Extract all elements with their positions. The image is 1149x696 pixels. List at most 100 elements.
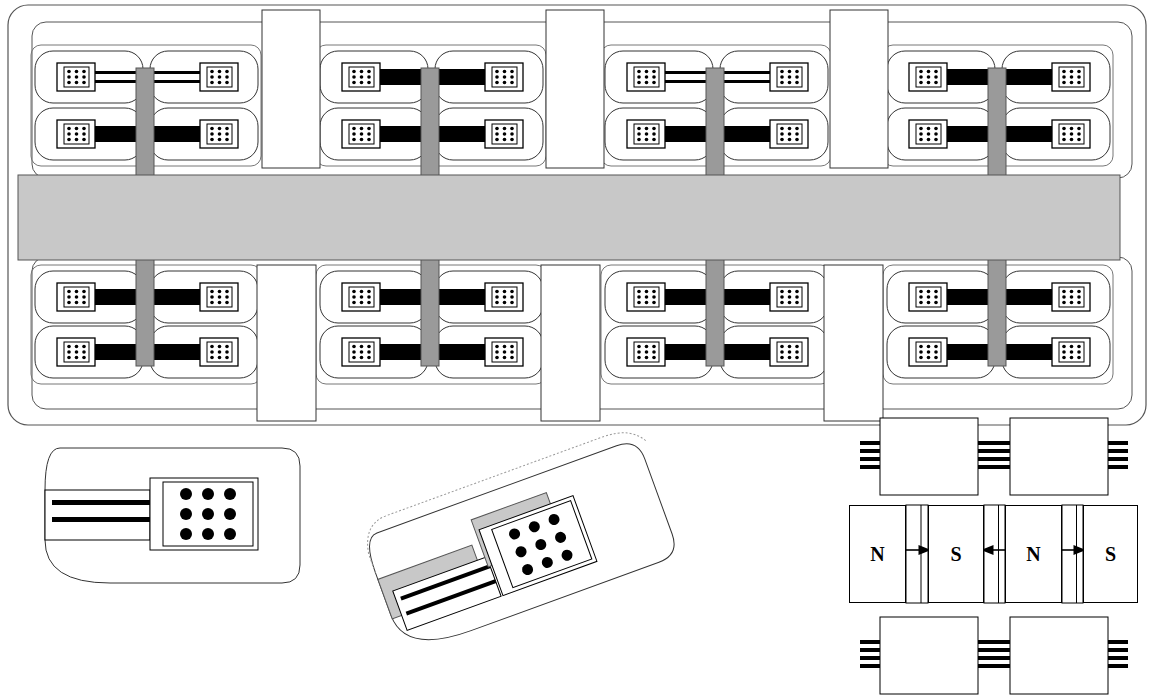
connector-pin (927, 295, 931, 299)
connector-pin (652, 132, 656, 136)
connector-pin (645, 290, 649, 294)
connector-pin (224, 508, 236, 520)
connector-pin (927, 132, 931, 136)
connector-pin (1077, 127, 1081, 131)
connector-pin (637, 132, 641, 136)
connector-pin (934, 70, 938, 74)
connector-pin (180, 508, 192, 520)
connector-pin (508, 527, 522, 541)
connector-pin (75, 356, 79, 360)
connector-pin (225, 138, 229, 142)
connector-box (627, 283, 665, 311)
connector-pin (637, 75, 641, 79)
connector-pin (645, 81, 649, 85)
connector-pin (75, 132, 79, 136)
pole-plate (906, 505, 928, 603)
connector-pin (75, 345, 79, 349)
pole-label: S (950, 544, 961, 564)
connector-face (492, 124, 517, 144)
connector-pin (503, 350, 507, 354)
connector-pin (780, 132, 784, 136)
connector-pin (514, 545, 528, 559)
connector-pin (919, 301, 923, 305)
connector-pin (367, 127, 371, 131)
connector-face (163, 482, 253, 546)
connector-pin (503, 301, 507, 305)
connector-pin (1062, 350, 1066, 354)
connector-pin (1070, 132, 1074, 136)
connector-pin (795, 138, 799, 142)
connector-pin (82, 290, 86, 294)
connector-box (1052, 63, 1090, 91)
connector-pin (82, 127, 86, 131)
connector-pin (927, 138, 931, 142)
connector-pin (210, 81, 214, 85)
connector-pin (503, 132, 507, 136)
busbar-post (706, 68, 724, 176)
connector-pin (495, 132, 499, 136)
connector-pin (645, 127, 649, 131)
connector-pin (1077, 75, 1081, 79)
connector-box (479, 496, 597, 596)
connector-pin (637, 350, 641, 354)
connector-face (492, 342, 517, 362)
connector-face (916, 287, 941, 307)
connector-face (492, 67, 517, 87)
connector-pin (352, 70, 356, 74)
connector-box (770, 338, 808, 366)
busbar-post (136, 68, 154, 176)
connector-pin (218, 350, 222, 354)
magnet-block: N (1005, 505, 1062, 603)
connector-pin (352, 127, 356, 131)
connector-pin (1077, 356, 1081, 360)
connector-pin (795, 132, 799, 136)
connector-pin (352, 81, 356, 85)
connector-pin (788, 75, 792, 79)
connector-pin (795, 127, 799, 131)
connector-pin (202, 488, 214, 500)
connector-pin (210, 345, 214, 349)
connector-pin (780, 75, 784, 79)
shaft-stripe (860, 441, 880, 445)
connector-face (1059, 342, 1084, 362)
connector-pin (352, 356, 356, 360)
connector-pin (927, 356, 931, 360)
connector-face (207, 342, 232, 362)
outer-housing (8, 5, 1146, 425)
connector-box (627, 63, 665, 91)
busbar-post (421, 68, 439, 176)
connector-pin (795, 81, 799, 85)
shaft-stripe (860, 648, 880, 652)
connector-pin (927, 127, 931, 131)
connector-box (200, 338, 238, 366)
connector-pin (67, 295, 71, 299)
connector-pin (1070, 301, 1074, 305)
connector-pin (82, 81, 86, 85)
connector-pin (795, 356, 799, 360)
connector-pin (210, 290, 214, 294)
connector-face (349, 342, 374, 362)
connector-face (916, 124, 941, 144)
shaft-stripe (978, 465, 1010, 469)
connector-pin (795, 75, 799, 79)
pole-plate (984, 505, 1005, 603)
connector-pin (934, 75, 938, 79)
connector-pin (1062, 132, 1066, 136)
shaft-stripe (1108, 457, 1128, 461)
connector-pin (67, 75, 71, 79)
separator-plate (546, 10, 604, 168)
pole-line (1076, 505, 1077, 603)
connector-box (770, 63, 808, 91)
connector-pin (67, 356, 71, 360)
connector-box (909, 283, 947, 311)
connector-box (485, 120, 523, 148)
connector-pin (352, 132, 356, 136)
connector-pin (652, 127, 656, 131)
connector-box (627, 120, 665, 148)
connector-pin (82, 350, 86, 354)
cell-capsule (605, 51, 713, 103)
connector-face (207, 287, 232, 307)
connector-face (492, 287, 517, 307)
connector-pin (637, 81, 641, 85)
pole-line (998, 505, 999, 603)
